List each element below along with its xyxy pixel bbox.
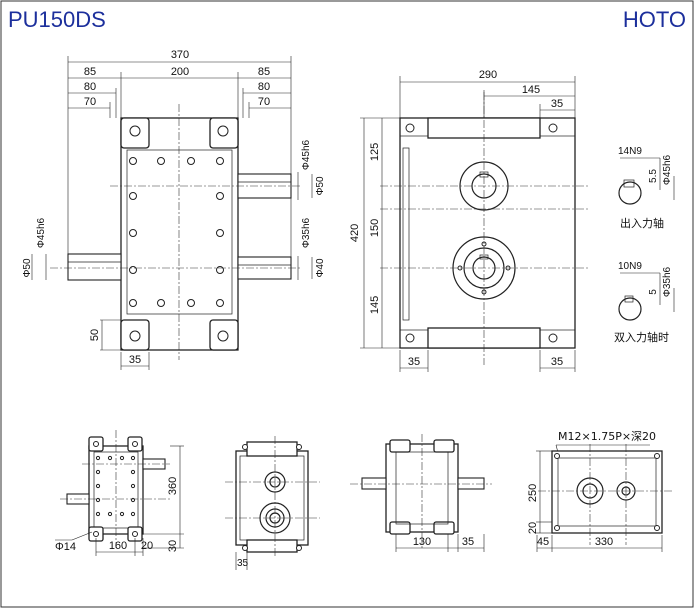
dim-front-right-80: 80 bbox=[258, 81, 270, 93]
view-a-bolt-span: 160 bbox=[109, 540, 127, 552]
dim-side-center-distance: 150 bbox=[369, 219, 381, 237]
model-title: PU150DS bbox=[8, 7, 106, 32]
keyway-output-depth: 5.5 bbox=[648, 169, 659, 183]
view-b-flange: 35 bbox=[237, 558, 249, 569]
dim-left-boss-dia: Φ50 bbox=[22, 258, 33, 278]
dim-output-shaft-dia: Φ45h6 bbox=[301, 139, 312, 170]
keyway-input-depth: 5 bbox=[648, 289, 659, 295]
dim-front-left-80: 80 bbox=[84, 81, 96, 93]
dim-front-right-offset: 85 bbox=[258, 66, 270, 78]
dim-ear-width: 35 bbox=[129, 354, 141, 366]
dim-front-width: 370 bbox=[171, 49, 189, 61]
dim-side-height: 420 bbox=[349, 224, 361, 242]
dim-input-shaft-dia: Φ35h6 bbox=[301, 217, 312, 248]
keyway-output-caption: 出入力轴 bbox=[620, 216, 664, 230]
view-a-base: 30 bbox=[167, 540, 179, 552]
dim-front-center-width: 200 bbox=[171, 66, 189, 78]
view-d-edge: 45 bbox=[537, 536, 549, 548]
keyway-output-key: 14N9 bbox=[618, 146, 642, 157]
view-c-bolt-span: 130 bbox=[413, 536, 431, 548]
view-d-thread-note: M12×1.75P×深20 bbox=[558, 430, 656, 443]
view-a: 360 30 Φ14 160 20 bbox=[55, 430, 184, 556]
dim-front-right-70: 70 bbox=[258, 96, 270, 108]
view-b: 35 bbox=[225, 436, 320, 570]
view-a-height: 360 bbox=[167, 477, 179, 495]
front-view: 370 85 200 85 80 70 80 70 bbox=[22, 49, 326, 370]
dim-side-input-to-bottom: 145 bbox=[369, 296, 381, 314]
dim-side-top-to-output: 125 bbox=[369, 143, 381, 161]
view-d-width: 330 bbox=[595, 536, 613, 548]
view-a-hole-dia: Φ14 bbox=[55, 541, 76, 553]
view-d-base: 20 bbox=[527, 522, 539, 534]
keyway-input-caption: 双入力轴时 bbox=[614, 330, 669, 344]
dim-front-left-offset: 85 bbox=[84, 66, 96, 78]
brand-label: HOTO bbox=[623, 7, 686, 32]
dim-front-left-70: 70 bbox=[84, 96, 96, 108]
dim-side-bottom-left: 35 bbox=[408, 356, 420, 368]
dim-side-flange: 35 bbox=[551, 98, 563, 110]
dim-left-shaft-dia: Φ45h6 bbox=[36, 217, 47, 248]
view-c: 130 35 bbox=[350, 434, 492, 552]
keyway-input-key: 10N9 bbox=[618, 261, 642, 272]
keyway-output-detail: 14N9 5.5 Φ45h6 出入力轴 bbox=[618, 146, 675, 230]
dim-input-boss-dia: Φ40 bbox=[315, 258, 326, 278]
dim-ear-height: 50 bbox=[89, 329, 101, 341]
dim-side-bottom-right: 35 bbox=[551, 356, 563, 368]
dim-side-depth: 290 bbox=[479, 69, 497, 81]
side-view: 290 145 35 420 125 150 bbox=[349, 69, 590, 372]
keyway-input-dia: Φ35h6 bbox=[662, 266, 673, 297]
view-d-height: 250 bbox=[527, 484, 539, 502]
keyway-output-dia: Φ45h6 bbox=[662, 154, 673, 185]
dim-side-half-depth: 145 bbox=[522, 84, 540, 96]
view-c-shaft-length: 35 bbox=[462, 536, 474, 548]
dim-output-boss-dia: Φ50 bbox=[315, 176, 326, 196]
view-d: M12×1.75P×深20 250 20 45 330 bbox=[527, 430, 672, 552]
keyway-input-detail: 10N9 5 Φ35h6 双入力轴时 bbox=[614, 261, 675, 344]
view-a-edge: 20 bbox=[141, 540, 153, 552]
